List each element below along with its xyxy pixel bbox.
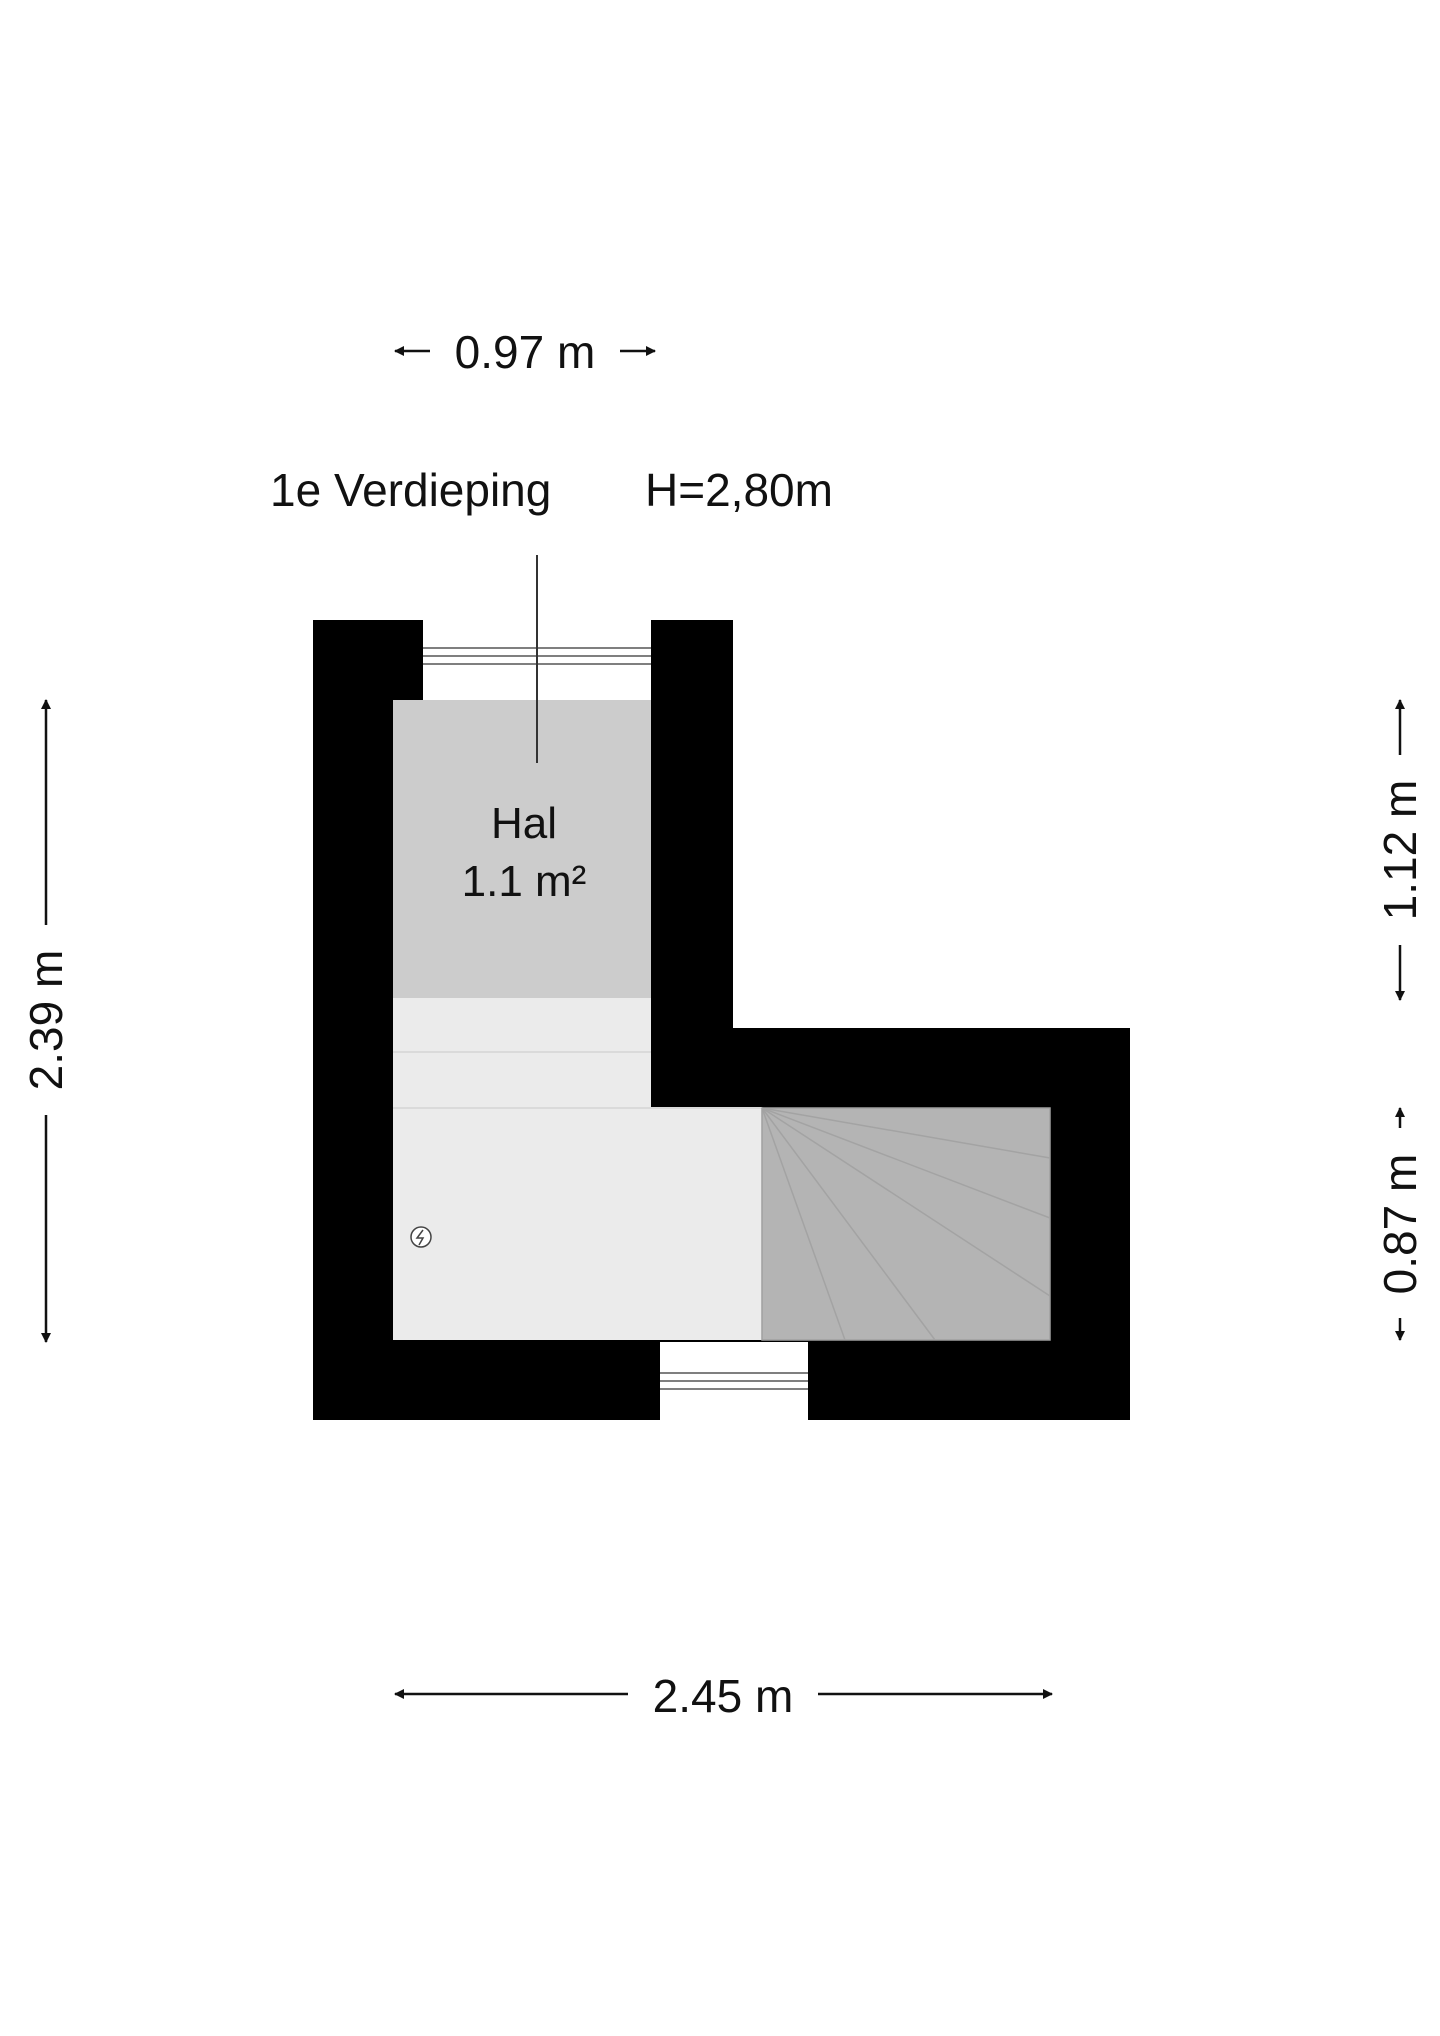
floor-name-label: 1e Verdieping — [270, 464, 551, 516]
corridor-floor — [393, 1108, 762, 1340]
floor-height-label: H=2,80m — [645, 464, 833, 516]
electric-meter-icon — [410, 1226, 432, 1248]
dimension-right-upper-label: 1.12 m — [1374, 780, 1426, 921]
dimension-top-label: 0.97 m — [455, 326, 596, 378]
dimension-bottom-label: 2.45 m — [653, 1670, 794, 1722]
dimension-left-label: 2.39 m — [20, 950, 72, 1091]
window-bottom — [660, 1370, 808, 1392]
dimension-right-lower-label: 0.87 m — [1374, 1154, 1426, 1295]
hal-floor — [393, 700, 651, 998]
stairs — [761, 1107, 1051, 1341]
room-name-label: Hal — [491, 799, 557, 848]
stair-treads — [761, 1107, 1051, 1341]
room-area-label: 1.1 m² — [462, 857, 587, 906]
